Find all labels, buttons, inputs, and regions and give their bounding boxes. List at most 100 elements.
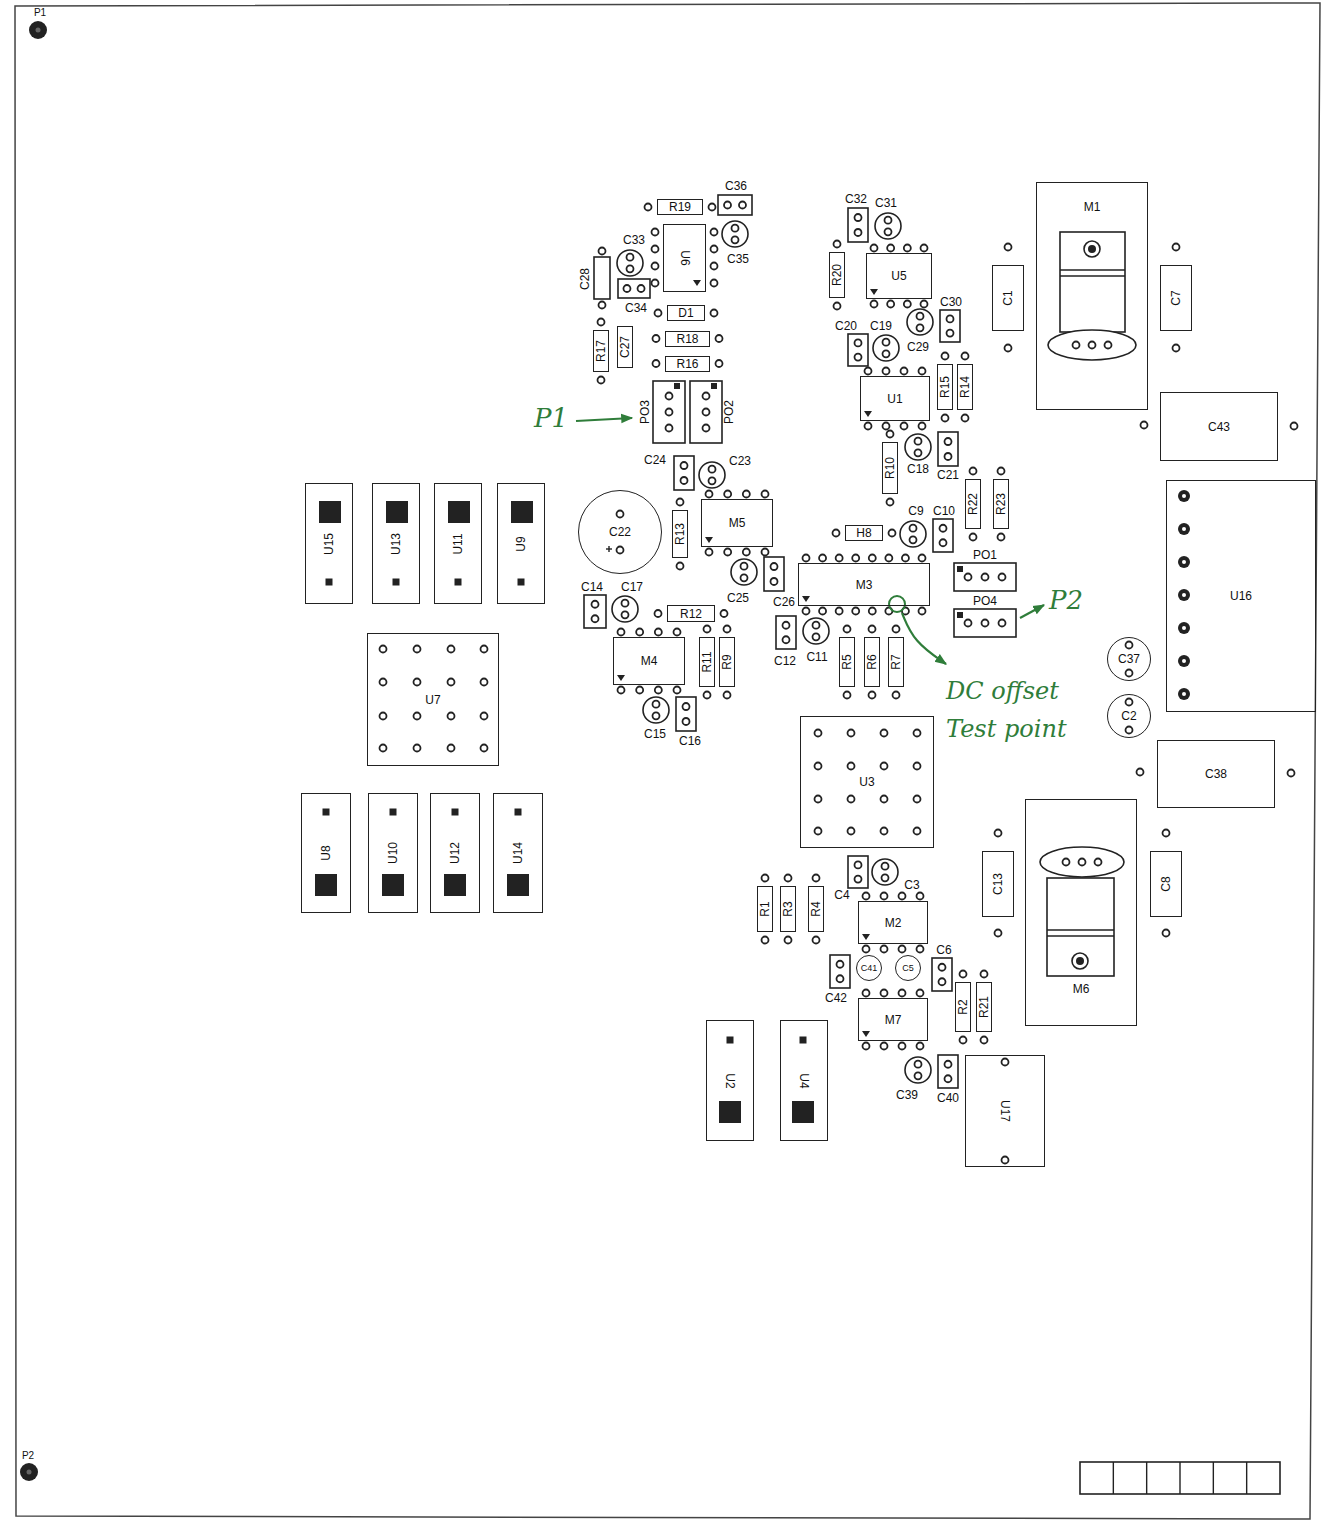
pad (942, 415, 949, 422)
reference-designator: R20 (831, 264, 843, 286)
component-outline: C37 (1107, 637, 1151, 681)
footprint-outline (690, 381, 722, 443)
pad (617, 547, 624, 554)
footprint-circle (905, 1057, 931, 1083)
pad (1137, 769, 1144, 776)
pad (414, 745, 421, 752)
pad (881, 828, 888, 835)
title-block-cell (1213, 1462, 1214, 1494)
reference-designator: U7 (425, 694, 440, 706)
pad (711, 246, 718, 253)
pad (380, 745, 387, 752)
footprint-outline (674, 456, 694, 490)
pad (836, 555, 843, 562)
pad (834, 241, 841, 248)
square-pad (957, 566, 963, 572)
pad (645, 204, 652, 211)
component-outline: R1 (757, 886, 773, 932)
pad (917, 313, 924, 320)
pad (855, 354, 862, 361)
pad (910, 525, 917, 532)
component-label-box: C4 (835, 889, 850, 901)
reference-designator: C11 (806, 651, 827, 663)
pad (919, 368, 926, 375)
reference-designator: C12 (774, 655, 796, 667)
pad (721, 610, 728, 617)
pad (1005, 345, 1012, 352)
footprint-outline (676, 697, 696, 731)
pad (881, 1043, 888, 1050)
pad (1141, 422, 1148, 429)
pad (674, 629, 681, 636)
reference-designator: M4 (641, 655, 658, 667)
component-label-box: C31 (875, 197, 897, 209)
component-outline: M7 (858, 998, 928, 1041)
pad (623, 285, 630, 292)
pad (863, 893, 870, 900)
pad (863, 946, 870, 953)
pad (919, 555, 926, 562)
pad (917, 990, 924, 997)
pad (762, 549, 769, 556)
reference-designator: C1 (1002, 290, 1014, 305)
component-outline: R23 (993, 479, 1009, 529)
pad (704, 692, 711, 699)
pad (815, 828, 822, 835)
pad (636, 687, 643, 694)
pad (865, 423, 872, 430)
pad (1126, 699, 1133, 706)
reference-designator: C36 (725, 180, 747, 192)
pad (1002, 1157, 1009, 1164)
component-label-box: C12 (774, 655, 796, 667)
annotation-note: DC offset Test point (946, 672, 1096, 749)
pad (785, 937, 792, 944)
component-label-box: C15 (644, 728, 666, 740)
pin1-marker (862, 934, 870, 940)
pad (885, 555, 892, 562)
reference-designator: U16 (1230, 590, 1252, 602)
footprint-outline (938, 432, 958, 466)
reference-designator: M1 (1084, 201, 1101, 213)
square-pad (386, 501, 408, 523)
pad (914, 828, 921, 835)
pad (819, 608, 826, 615)
square-pad (444, 874, 466, 896)
reference-designator: R18 (676, 333, 698, 345)
component-label-box: C30 (940, 296, 962, 308)
reference-designator: R7 (890, 654, 902, 669)
component-outline: R18 (665, 331, 710, 347)
square-pad (518, 579, 525, 586)
to220-body (1060, 232, 1125, 332)
pad (899, 990, 906, 997)
pad (481, 679, 488, 686)
reference-designator: R15 (939, 376, 951, 398)
pad (414, 646, 421, 653)
pad (942, 353, 949, 360)
footprint-outline (830, 955, 850, 988)
pad (915, 1061, 922, 1068)
pad (882, 874, 889, 881)
component-outline: R11 (699, 637, 715, 687)
pad (762, 937, 769, 944)
component-outline: R3 (780, 886, 796, 932)
component-outline: C2 (1107, 694, 1151, 738)
annotation-note: P1 (534, 405, 568, 431)
annotation-arrow (902, 613, 946, 664)
component-label-box: C36 (725, 180, 747, 192)
pad (919, 423, 926, 430)
silkscreen-line (1060, 269, 1125, 270)
reference-designator: C8 (1160, 876, 1172, 891)
pad (836, 608, 843, 615)
pad (1005, 244, 1012, 251)
footprint-circle (875, 213, 901, 239)
pin1-marker (705, 537, 713, 543)
reference-designator: U15 (323, 532, 335, 554)
pad (887, 431, 894, 438)
pad (599, 248, 606, 255)
to220-pin-row (1040, 847, 1124, 877)
reference-designator: U8 (320, 845, 332, 860)
pad (703, 393, 710, 400)
pad (813, 937, 820, 944)
reference-designator: C7 (1170, 290, 1182, 305)
